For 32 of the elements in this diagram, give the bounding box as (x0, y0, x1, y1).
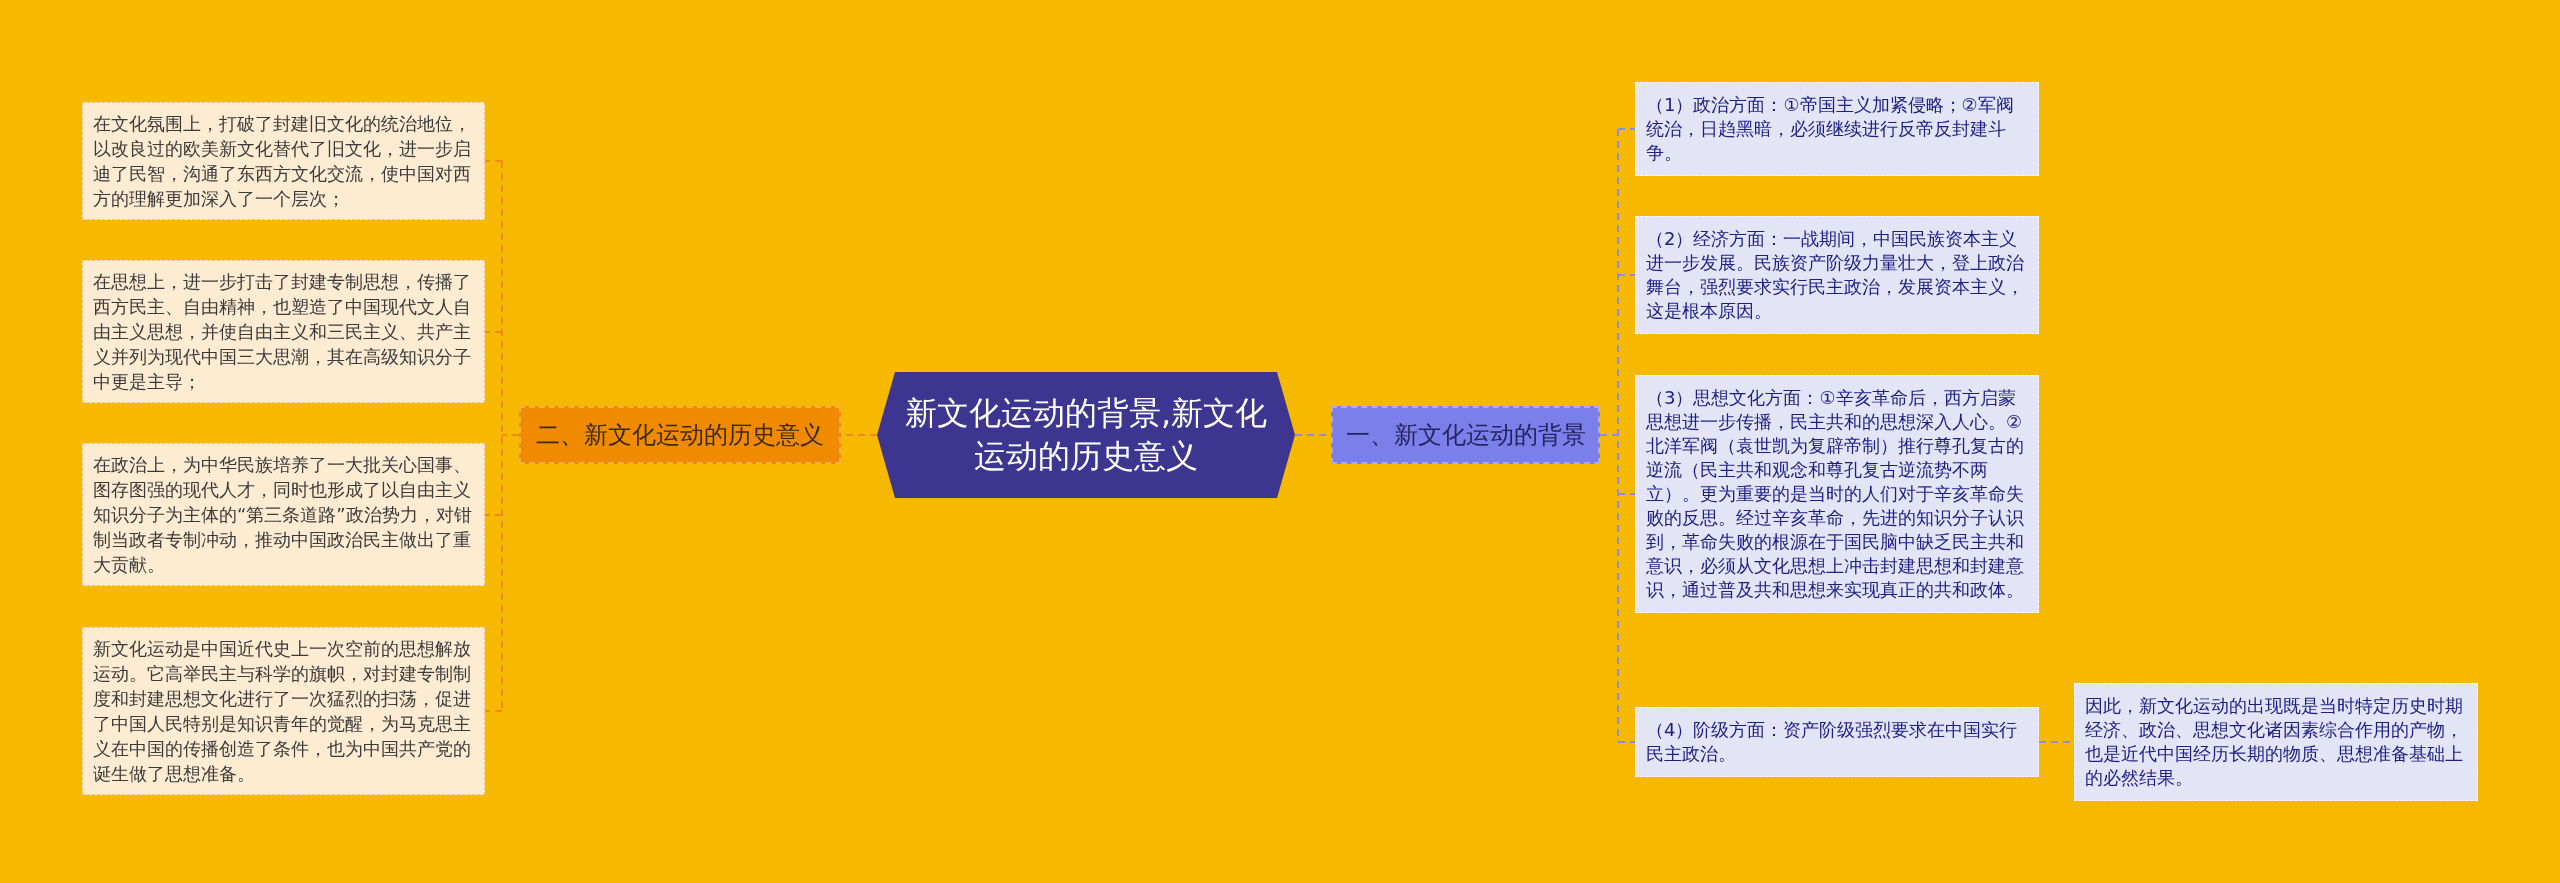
note-text: （1）政治方面：①帝国主义加紧侵略；②军阀统治，日趋黑暗，必须继续进行反帝反封建斗争。 (1646, 93, 2015, 165)
note-card (1635, 216, 2039, 334)
note-text: 新文化运动是中国近代史上一次空前的思想解放运动。它高举民主与科学的旗帜，对封建专制制度和封建思想文化进行了一次猛烈的扫荡，促进了中国人民特别是知识青年的觉醒，为马克思主义在中国的传播创造了条件，也为中国共产党的诞生做了思想准备。 (93, 637, 472, 786)
connector-line (1617, 128, 1636, 130)
note-card (82, 443, 485, 586)
note-card (1635, 707, 2039, 777)
note-card (82, 627, 485, 795)
connector-line (1599, 128, 1619, 743)
topic-hexagon (877, 372, 1295, 498)
note-text: 在政治上，为中华民族培养了一大批关心国事、图存图强的现代人才，同时也形成了以自由主义知识分子为主体的“第三条道路”政治势力，对钳制当政者专制冲动，推动中国政治民主做出了重大贡献。 (93, 453, 473, 577)
connector-line (1617, 493, 1636, 495)
branch-title: 二、新文化运动的历史意义 (536, 420, 824, 451)
note-card (2074, 683, 2478, 801)
connector-line (484, 160, 503, 162)
branch-card (1331, 406, 1600, 464)
note-card (82, 102, 485, 220)
connector-line (484, 514, 503, 516)
connector-line (484, 710, 503, 712)
note-card (1635, 82, 2039, 176)
note-text: （2）经济方面：一战期间，中国民族资本主义进一步发展。民族资产阶级力量壮大，登上政治舞台，强烈要求实行民主政治，发展资本主义，这是根本原因。 (1646, 227, 2025, 323)
topic-title: 新文化运动的背景,新文化运动的历史意义 (903, 393, 1269, 477)
connector-line (1617, 274, 1636, 276)
branch-card (519, 406, 841, 464)
note-text: （3）思想文化方面：①辛亥革命后，西方启蒙思想进一步传播，民主共和的思想深入人心。②北洋军阀（袁世凯为复辟帝制）推行尊孔复古的逆流（民主共和观念和尊孔复古逆流势不两立）。更为重要的是当时的人们对于辛亥革命失败的反思。经过辛亥革命，先进的知识分子认识到，革命失败的根源在于国民脑中缺乏民主共和意识，必须从文化思想上冲击封建思想和封建意识，通过普及共和思想来实现真正的共和政体。 (1646, 386, 2025, 602)
note-text: 在文化氛围上，打破了封建旧文化的统治地位，以改良过的欧美新文化替代了旧文化，进一步启迪了民智，沟通了东西方文化交流，使中国对西方的理解更加深入了一个层次； (93, 112, 472, 211)
note-card (82, 260, 485, 403)
note-text: 在思想上，进一步打击了封建专制思想，传播了西方民主、自由精神，也塑造了中国现代文人自由主义思想，并使自由主义和三民主义、共产主义并列为现代中国三大思潮，其在高级知识分子中更是主导； (93, 270, 472, 394)
connector-line (1617, 741, 1636, 743)
branch-title: 一、新文化运动的背景 (1345, 420, 1586, 451)
note-text: （4）阶级方面：资产阶级强烈要求在中国实行民主政治。 (1646, 718, 2019, 766)
connector-line (484, 331, 503, 333)
note-text: 因此，新文化运动的出现既是当时特定历史时期经济、政治、思想文化诸因素综合作用的产物，也是近代中国经历长期的物质、思想准备基础上的必然结果。 (2085, 694, 2464, 790)
